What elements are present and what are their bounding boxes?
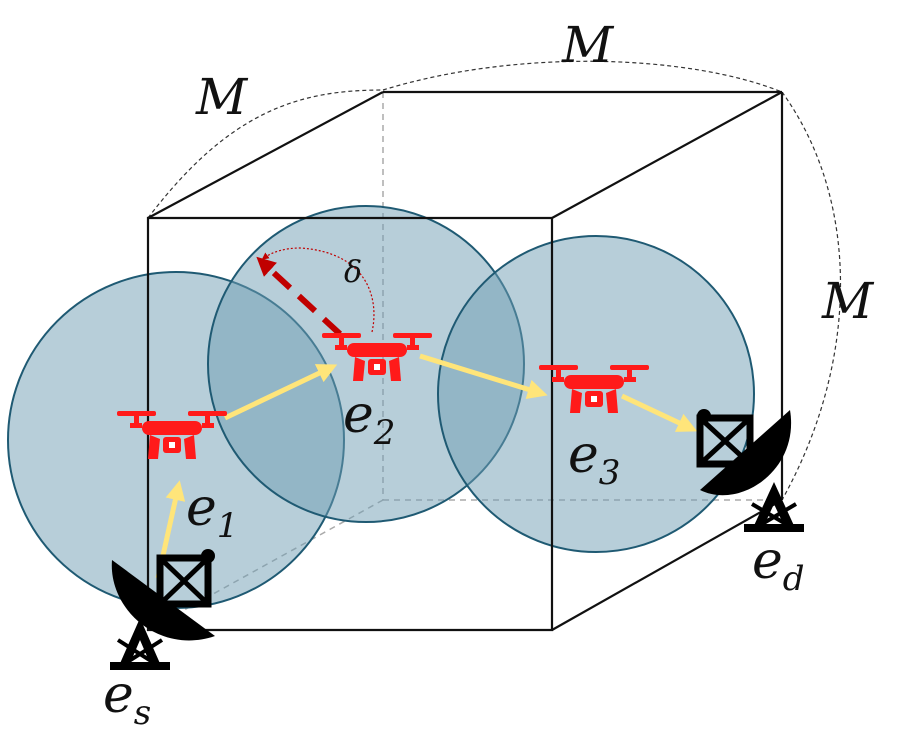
dimension-label-left: M xyxy=(195,68,249,126)
node-label-e1: e1 xyxy=(186,478,238,546)
node-label-ed: ed xyxy=(752,531,805,599)
dimension-arc-top-right xyxy=(382,60,783,93)
dimension-label-right: M xyxy=(821,272,875,330)
satellite-dish-icon-destination xyxy=(696,409,804,532)
dimension-arc-top xyxy=(147,89,384,219)
node-label-e2: e2 xyxy=(343,385,395,453)
heading-angle-label: δ xyxy=(344,255,362,290)
node-label-e3: e3 xyxy=(568,425,620,493)
heading-indicator xyxy=(256,247,375,337)
satellite-dish-icon-source xyxy=(110,549,215,670)
dimension-label-top: M xyxy=(561,16,615,74)
node-label-es: es xyxy=(103,665,151,733)
dimension-arc-right xyxy=(781,91,842,501)
